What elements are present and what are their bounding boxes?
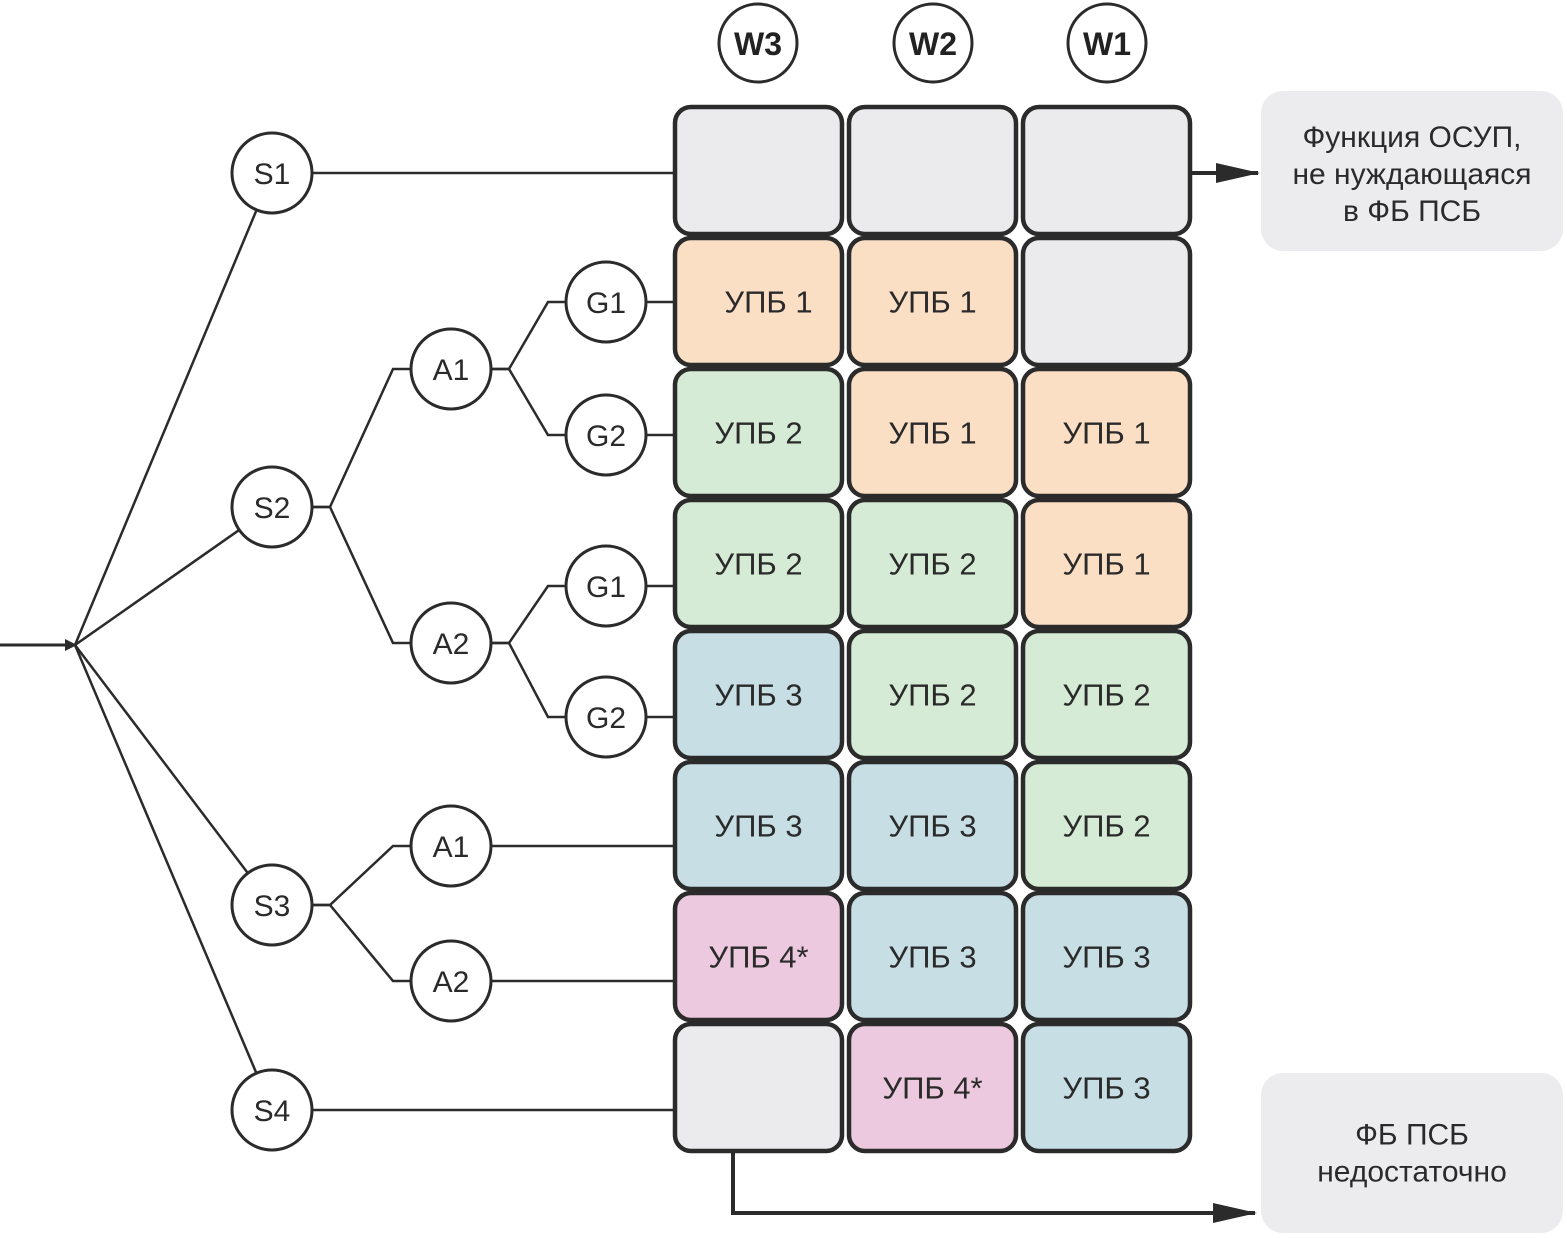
column-header-w2: W2 [892,2,974,84]
tree-node-s2a2g1: G1 [564,544,648,628]
tree-node-label: S4 [254,1095,291,1128]
grid-cell-r4-w1: УПБ 1 [1020,497,1193,630]
grid-cell-r5-w1: УПБ 2 [1020,628,1193,761]
tree-node-s2a2g2: G2 [564,675,648,759]
cell-label: УПБ 3 [714,809,802,844]
cell-label: УПБ 1 [888,416,976,451]
grid-cell-r8-w2: УПБ 4* [846,1021,1019,1154]
cell-label: УПБ 4* [882,1071,982,1106]
grid-cell-r6-w1: УПБ 2 [1020,759,1193,892]
cell-label: УПБ 4* [708,940,808,975]
grid-cell-r8-w1: УПБ 3 [1020,1021,1193,1154]
tree-edge-s2-s2a2 [312,505,411,645]
note-not-needed: Функция ОСУП, не нуждающаяся в ФБ ПСБ [1261,91,1563,251]
column-header-w3: W3 [717,2,799,84]
tree-edge-s3-s3a2 [312,903,411,983]
grid-cell-r2-w3: УПБ 1 [672,235,845,368]
cell-label: УПБ 2 [714,547,802,582]
column-header-label: W1 [1083,26,1131,62]
tree-node-label: S1 [254,158,291,191]
tree-node-s3a1: A1 [409,804,493,888]
cell-label: УПБ 2 [888,678,976,713]
column-headers: W3 W2 W1 [717,2,1148,84]
cell-label: УПБ 1 [1062,416,1150,451]
grid-cell-r6-w2: УПБ 3 [846,759,1019,892]
tree-node-label: G1 [586,287,626,320]
grid-cell-r1-w1 [1020,104,1193,237]
grid-cell-r2-w2: УПБ 1 [846,235,1019,368]
tree-edge-s2a2-s2a2g1 [491,584,566,645]
cell-label: УПБ 2 [714,416,802,451]
grid-cell-r1-w3 [672,104,845,237]
note-not-needed-line: Функция ОСУП, [1303,121,1522,154]
tree-edge-root-s1 [73,209,258,646]
tree-edge-root-s2 [74,528,240,647]
tree-edges [0,171,675,1112]
notes: Функция ОСУП, не нуждающаяся в ФБ ПСБ ФБ ПС… [731,91,1563,1233]
tree-edge-root-s3 [74,644,249,874]
tree-node-label: G2 [586,420,626,453]
grid-cell-r4-w3: УПБ 2 [672,497,845,630]
column-header-w1: W1 [1066,2,1148,84]
cell-label: УПБ 2 [1062,678,1150,713]
note-not-needed-line: не нуждающаяся [1292,158,1531,191]
cell-label: УПБ 1 [1062,547,1150,582]
grid-cell-r7-w1: УПБ 3 [1020,890,1193,1023]
grid-cell-r3-w2: УПБ 1 [846,366,1019,499]
note-not-needed-line: в ФБ ПСБ [1343,195,1481,228]
grid-cell-r1-w2 [846,104,1019,237]
tree-node-s2a1g1: G1 [564,260,648,344]
tree-node-label: G2 [586,702,626,735]
allocation-grid: УПБ 1 УПБ 1 УПБ 2 УПБ 1 УПБ 1 УПБ 2 УПБ 2 УПБ 1… [672,104,1193,1154]
tree-edge-root-s4 [73,644,258,1074]
tree-edge-s2-s2a1 [312,367,411,509]
cell-label: УПБ 3 [1062,940,1150,975]
tree-node-s2a1: A1 [409,327,493,411]
grid-cell-r8-w3 [672,1021,845,1154]
cell-label: УПБ 3 [888,940,976,975]
tree-node-s3: S3 [230,863,314,947]
grid-cell-r5-w2: УПБ 2 [846,628,1019,761]
column-header-label: W3 [734,26,782,62]
tree-node-label: A1 [433,354,470,387]
grid-cell-r7-w2: УПБ 3 [846,890,1019,1023]
tree-node-label: S2 [254,492,291,525]
grid-cell-r7-w3: УПБ 4* [672,890,845,1023]
note-insufficient: ФБ ПСБ недостаточно [1261,1073,1563,1233]
arrow-to-bottom-note [731,1152,1257,1223]
tree-node-s1: S1 [230,131,314,215]
cell-label: УПБ 1 [888,285,976,320]
cell-label: УПБ 3 [888,809,976,844]
tree-node-s3a2: A2 [409,939,493,1023]
tree-node-label: A2 [433,966,470,999]
grid-cell-r4-w2: УПБ 2 [846,497,1019,630]
tree-node-label: S3 [254,890,291,923]
tree-node-s2: S2 [230,465,314,549]
column-header-label: W2 [909,26,957,62]
tree-edge-s3-s3a1 [312,844,411,907]
tree-edge-s2a1-s2a1g1 [491,300,566,371]
grid-cell-r5-w3: УПБ 3 [672,628,845,761]
tree-node-label: A2 [433,628,470,661]
grid-cell-r6-w3: УПБ 3 [672,759,845,892]
cell-label: УПБ 2 [1062,809,1150,844]
grid-cell-r3-w3: УПБ 2 [672,366,845,499]
tree-edge-s2a1-s2a1g2 [491,367,566,437]
cell-label: УПБ 3 [1062,1071,1150,1106]
grid-cell-r3-w1: УПБ 1 [1020,366,1193,499]
tree-node-label: G1 [586,571,626,604]
tree-node-s2a1g2: G2 [564,393,648,477]
grid-cell-r2-w1 [1020,235,1193,368]
tree-node-s2a2: A2 [409,601,493,685]
cell-label: УПБ 3 [714,678,802,713]
tree-node-label: A1 [433,831,470,864]
tree-node-s4: S4 [230,1068,314,1152]
cell-label: УПБ 1 [724,285,812,320]
note-insufficient-line: ФБ ПСБ [1355,1119,1469,1152]
tree-edge-s2a2-s2a2g2 [491,641,566,719]
cell-label: УПБ 2 [888,547,976,582]
note-insufficient-line: недостаточно [1317,1156,1507,1189]
